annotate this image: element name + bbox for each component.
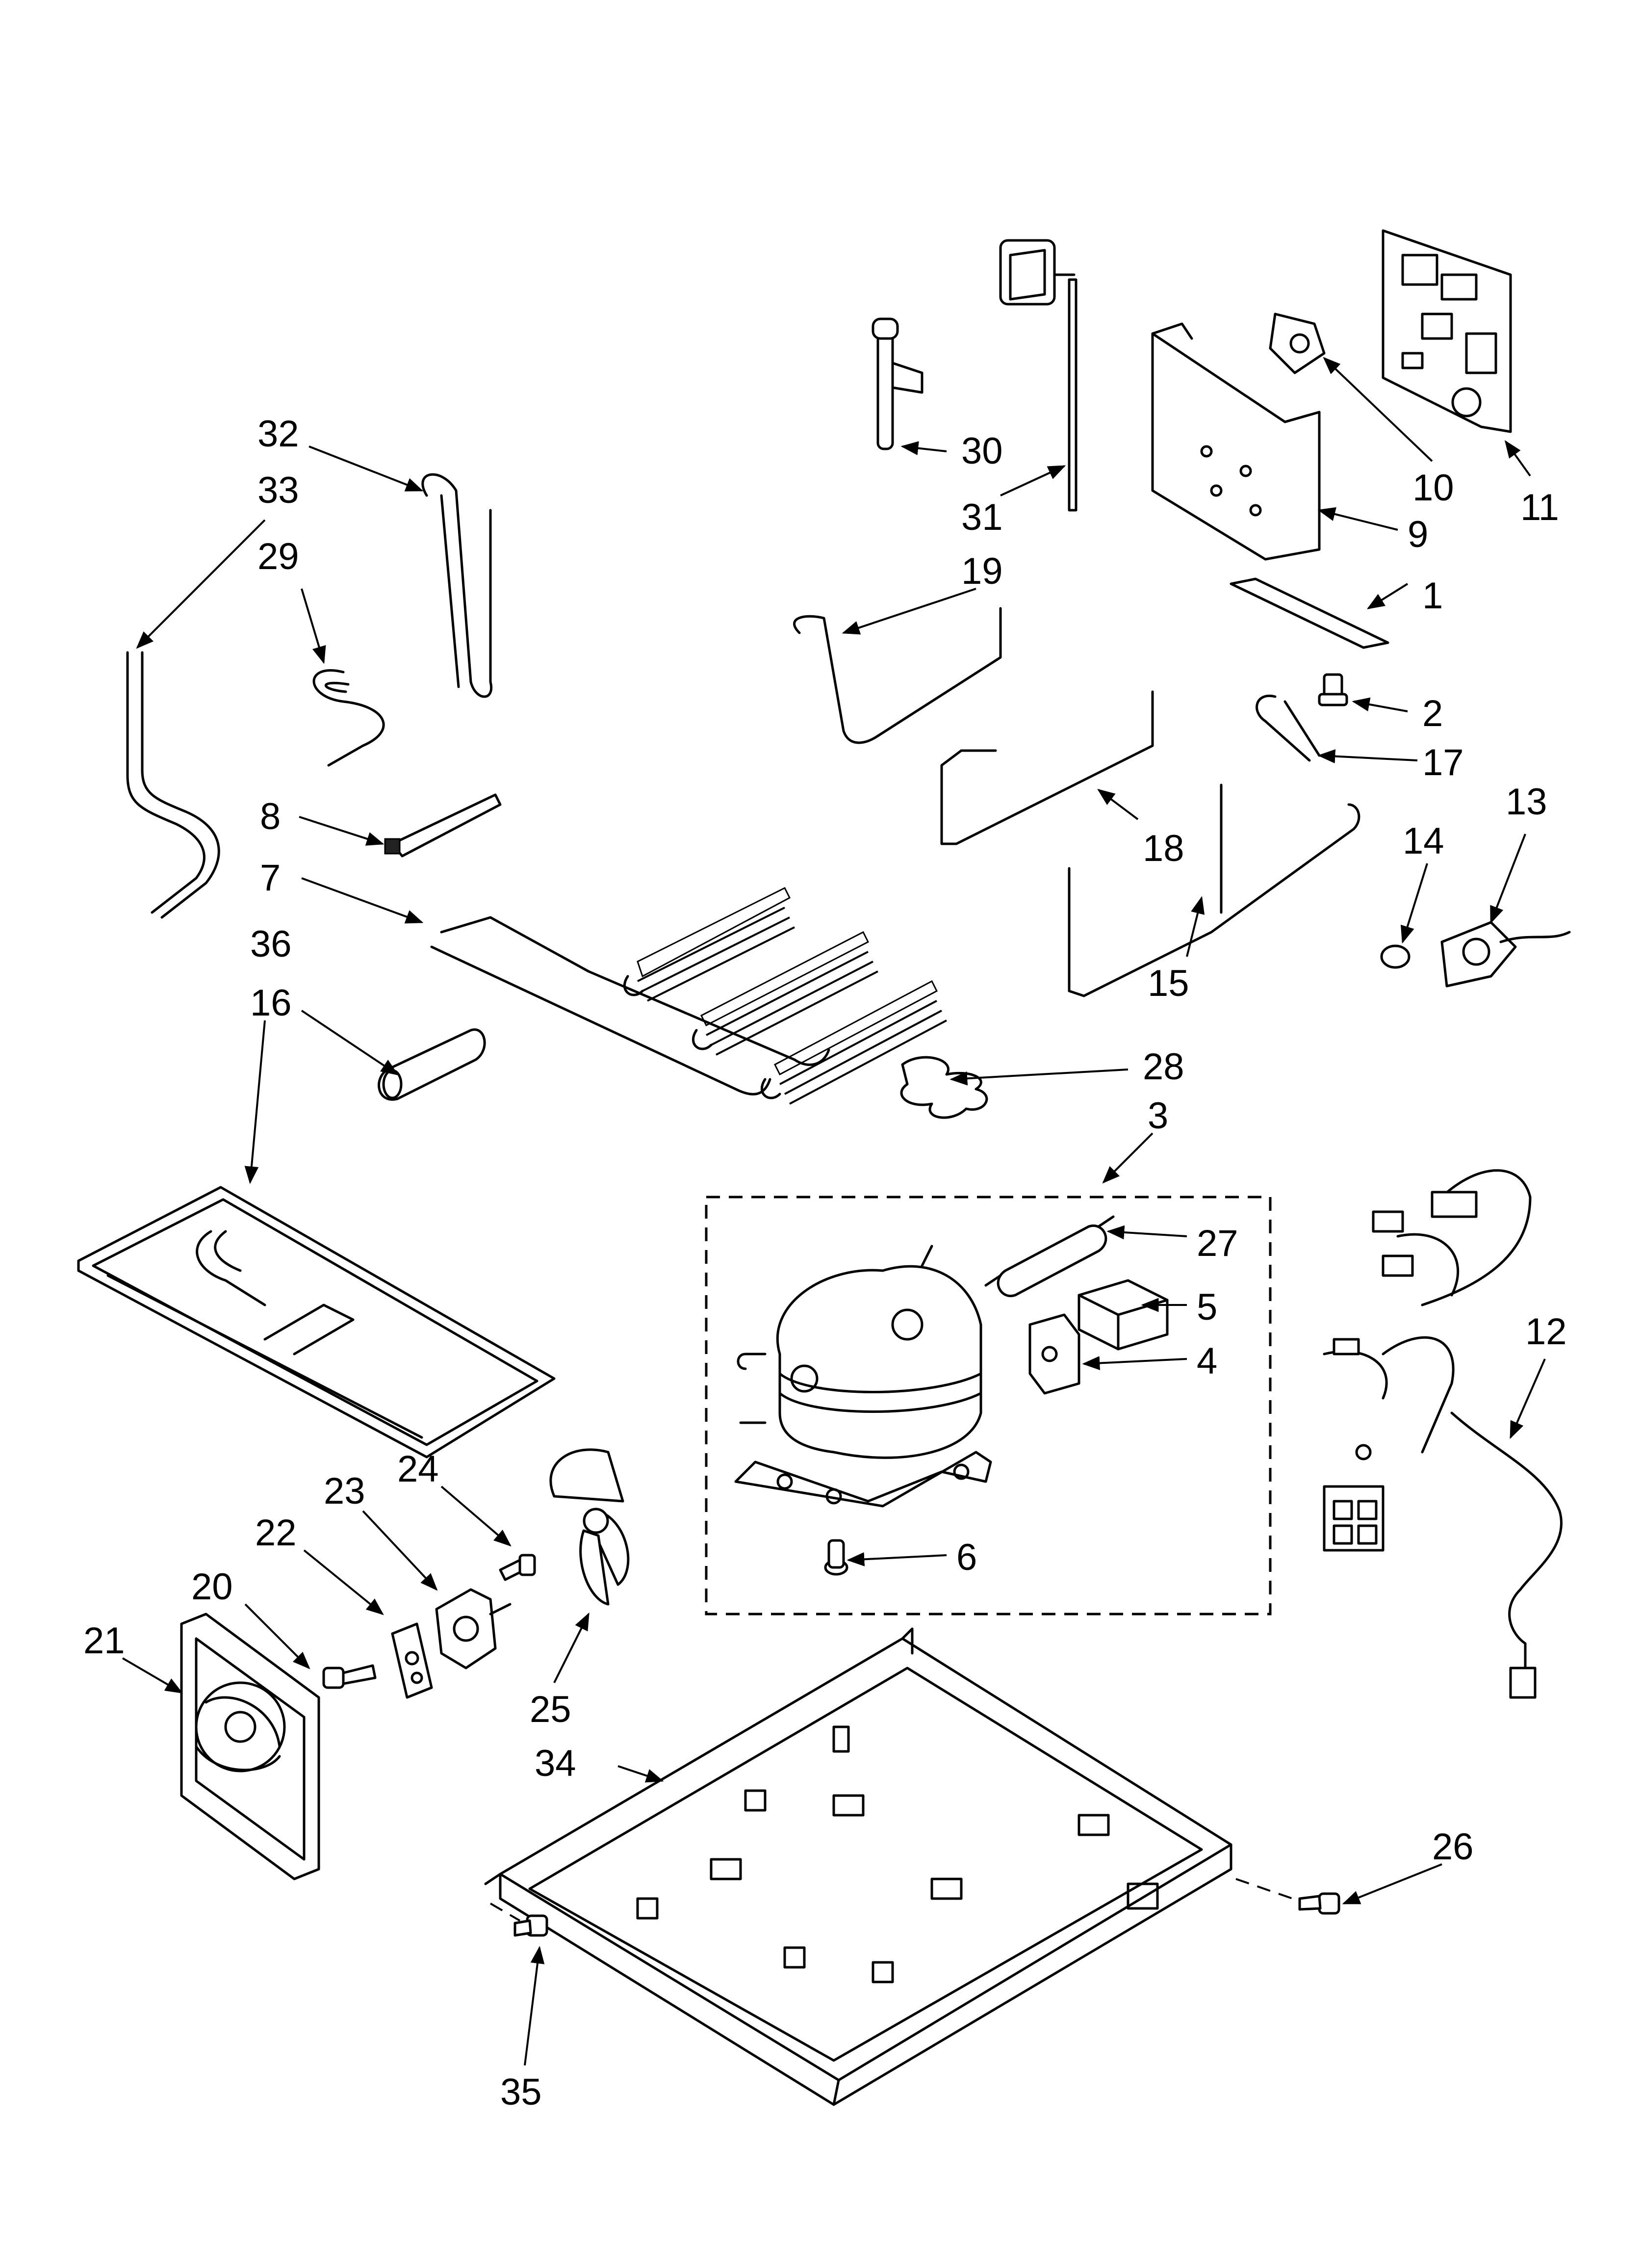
part-9-bracket (1151, 322, 1321, 561)
callout-25: 25 (530, 1689, 571, 1730)
callout-30: 30 (961, 430, 1003, 472)
callout-11: 11 (1520, 487, 1559, 528)
part-26-screw (1235, 1878, 1340, 1915)
part-1-strap (1230, 577, 1389, 649)
callout-9: 9 (1408, 514, 1428, 555)
callout-28: 28 (1143, 1046, 1184, 1088)
callout-21: 21 (83, 1620, 125, 1662)
callout-8: 8 (260, 796, 281, 837)
part-21-fan-shroud (180, 1613, 320, 1880)
compressor-assembly-box (705, 1196, 1272, 1616)
part-33-tube (126, 651, 220, 919)
callout-7: 7 (260, 857, 281, 899)
callout-27: 27 (1197, 1223, 1238, 1264)
part-4-relay (1028, 1313, 1080, 1395)
part-34-base-plate (484, 1627, 1232, 2106)
callout-23: 23 (324, 1470, 365, 1512)
part-16-drain-pan (77, 1186, 556, 1459)
part-10-connector (1269, 313, 1326, 374)
part-22-bracket (391, 1622, 433, 1699)
callout-33: 33 (257, 469, 299, 511)
callout-5: 5 (1197, 1286, 1217, 1328)
callout-1: 1 (1422, 575, 1443, 617)
part-18-tube (940, 690, 1154, 845)
part-31-solenoid (999, 239, 1078, 512)
callout-12: 12 (1525, 1311, 1567, 1353)
part-24-screw (499, 1554, 536, 1581)
callout-labels: 1 2 3 4 5 6 7 8 9 10 11 12 13 14 15 16 1… (83, 413, 1567, 2113)
part-13-sensor (1440, 921, 1571, 988)
callout-29: 29 (257, 536, 299, 577)
callout-26: 26 (1432, 1826, 1474, 1868)
leader-lines (122, 357, 1546, 2066)
compressor (734, 1245, 992, 1508)
part-30-tube-fitting (872, 317, 924, 450)
callout-20: 20 (191, 1566, 233, 1608)
callout-36: 36 (250, 923, 292, 965)
callout-10: 10 (1412, 467, 1454, 509)
part-27-drier (984, 1215, 1115, 1298)
part-32-tube (421, 473, 493, 698)
part-11-control-board (1382, 229, 1512, 433)
callout-15: 15 (1148, 963, 1189, 1004)
part-14-plug (1380, 944, 1411, 969)
callout-14: 14 (1403, 820, 1444, 862)
callout-4: 4 (1197, 1340, 1217, 1382)
part-20-screw (322, 1664, 377, 1689)
part-36-sleeve (378, 1028, 486, 1101)
callout-18: 18 (1143, 828, 1184, 869)
part-23-fan-motor (435, 1588, 512, 1669)
part-29-s-tube (312, 669, 385, 767)
part-35-screw (489, 1903, 548, 1937)
part-6-grommet (824, 1539, 848, 1576)
callout-32: 32 (257, 413, 299, 455)
part-12-wire-harness (1323, 1169, 1563, 1699)
part-17-tube (1256, 694, 1321, 762)
callout-22: 22 (255, 1512, 297, 1554)
part-8-cable-tie (384, 793, 502, 858)
part-15-tube (1068, 783, 1360, 997)
callout-34: 34 (535, 1743, 576, 1784)
callout-35: 35 (500, 2071, 542, 2113)
callout-6: 6 (956, 1537, 977, 1578)
part-28-clip (900, 1056, 988, 1119)
callout-24: 24 (397, 1448, 439, 1490)
callout-13: 13 (1506, 781, 1547, 823)
callout-31: 31 (961, 496, 1003, 538)
callout-16: 16 (250, 982, 292, 1024)
part-19-tube (793, 607, 1002, 744)
part-25-fan-blade (549, 1448, 630, 1606)
callout-19: 19 (961, 550, 1003, 592)
callout-2: 2 (1422, 693, 1443, 734)
part-5-overload (1078, 1279, 1169, 1351)
callout-17: 17 (1422, 742, 1464, 783)
callout-3: 3 (1148, 1095, 1168, 1137)
part-7-condenser (430, 886, 947, 1105)
part-2-screw (1318, 673, 1348, 706)
